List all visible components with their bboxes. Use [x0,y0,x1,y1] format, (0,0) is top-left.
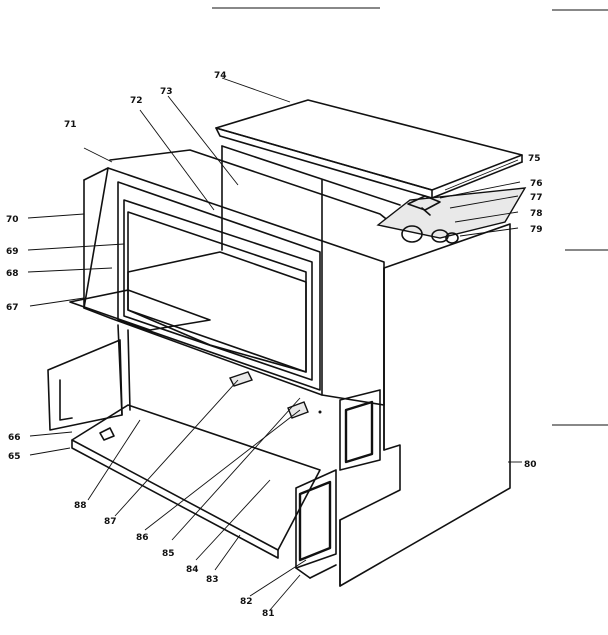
callout-68: 68 [6,269,19,279]
side-rails [295,389,381,579]
callout-76: 76 [530,179,543,189]
callout-75: 75 [528,154,541,164]
callout-85: 85 [162,549,175,559]
callout-83: 83 [206,575,219,585]
callout-81: 81 [262,609,275,619]
callout-72: 72 [130,96,143,106]
callout-66: 66 [8,433,21,443]
callout-70: 70 [6,215,19,225]
callout-82: 82 [240,597,253,607]
callout-69: 69 [6,247,19,257]
oven-floor [69,251,307,373]
callout-67: 67 [6,303,19,313]
callout-79: 79 [530,225,543,235]
callout-84: 84 [186,565,199,575]
callout-77: 77 [530,193,543,203]
lower-bracket [47,324,131,431]
callout-labels: 71 72 73 74 75 76 77 78 79 70 69 68 67 6… [6,71,543,619]
callout-74: 74 [214,71,227,81]
callout-73: 73 [160,87,173,97]
leader-lines [27,77,522,611]
top-panel [215,99,523,199]
cabinet-frame [109,145,401,396]
callout-80: 80 [524,460,537,470]
callout-78: 78 [530,209,543,219]
callout-65: 65 [8,452,21,462]
drawer-pan [71,404,321,559]
control-rail [376,187,527,244]
scan-rules [212,7,608,426]
callout-86: 86 [136,533,149,543]
callout-71: 71 [64,120,77,130]
callout-88: 88 [74,501,87,511]
callout-87: 87 [104,517,117,527]
